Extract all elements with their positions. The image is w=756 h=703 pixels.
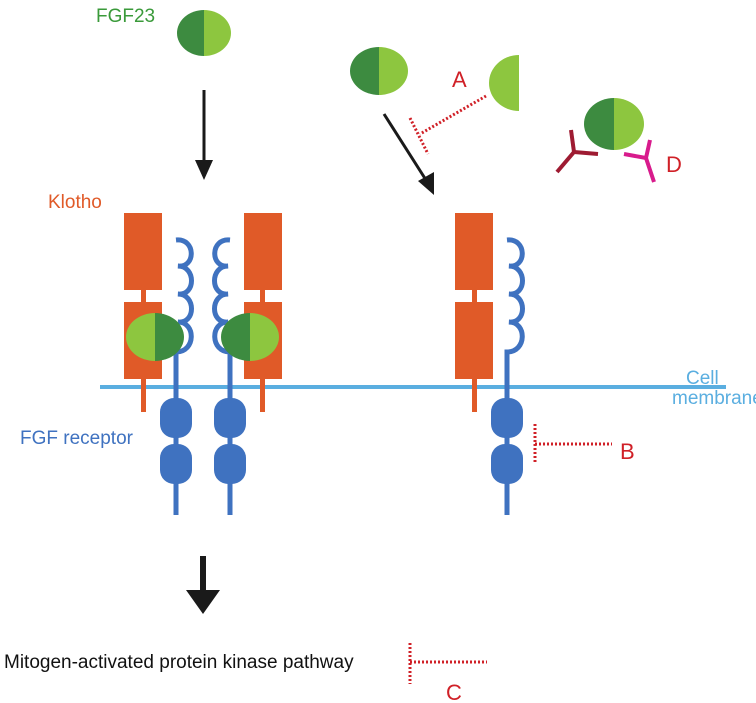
fgf-receptor: [212, 237, 233, 515]
klotho-protein: [244, 213, 282, 412]
klotho-protein: [455, 213, 493, 412]
inhibitor-b: [533, 424, 612, 464]
fgf23-ligand-bound: [126, 313, 184, 361]
binding-arrowhead: [418, 172, 434, 195]
inhibitor-d-label: D: [666, 152, 682, 177]
binding-arrowhead: [195, 160, 213, 180]
fgf23-ligand-neutralized: [584, 98, 644, 150]
fgf23-ligand-free: [350, 47, 408, 95]
fgf-receptor: [173, 237, 194, 515]
klotho-label: Klotho: [48, 192, 102, 213]
cell-membrane-label-line1: Cell: [686, 368, 719, 389]
cell-membrane-label-line2: membrane: [672, 388, 756, 409]
fgf-receptor-intracellular: [160, 398, 192, 484]
mapk-pathway-label: Mitogen-activated protein kinase pathway: [4, 652, 354, 673]
fgf-receptor-intracellular: [491, 398, 523, 484]
signaling-arrowhead: [186, 590, 220, 614]
antibody-dark: [555, 129, 599, 174]
fgf23-label: FGF23: [96, 6, 155, 27]
klotho-protein: [124, 213, 162, 412]
inhibitor-c: [408, 643, 487, 684]
fgf-receptor-label: FGF receptor: [20, 428, 134, 449]
fgf-receptor: [504, 237, 525, 515]
inhibitor-a: [408, 94, 487, 155]
inhibitor-a-label: A: [452, 67, 467, 92]
inhibitor-c-label: C: [446, 680, 462, 703]
fgf23-c-terminal-fragment: [489, 55, 519, 111]
inhibitor-b-label: B: [620, 439, 635, 464]
binding-arrow: [382, 113, 428, 181]
fgf-receptor-intracellular: [214, 398, 246, 484]
antibody-magenta: [623, 139, 656, 183]
fgf23-ligand-bound: [221, 313, 279, 361]
fgf23-ligand-free: [177, 10, 231, 56]
